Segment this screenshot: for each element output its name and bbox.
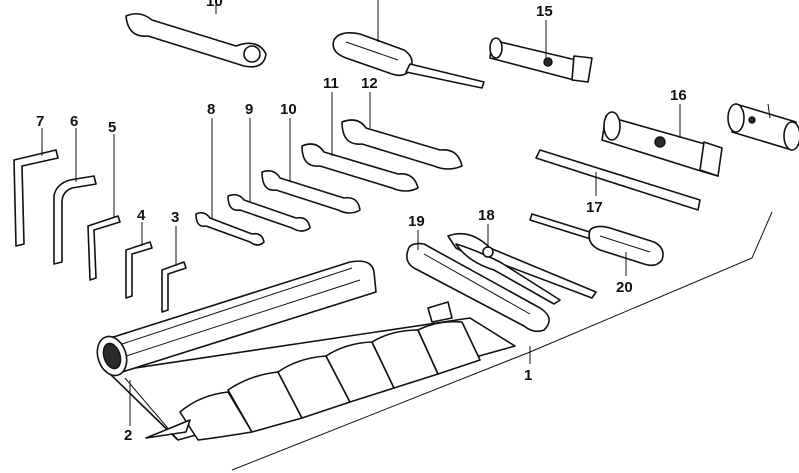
socket-21	[727, 103, 799, 151]
label-16: 16	[670, 87, 687, 104]
label-19: 19	[408, 213, 425, 230]
boundary-line	[231, 211, 773, 471]
label-9: 9	[245, 101, 253, 118]
label-12: 12	[361, 75, 378, 92]
label-7: 7	[36, 113, 44, 130]
wrench-10	[261, 170, 361, 214]
label-8: 8	[207, 101, 215, 118]
label-6: 6	[70, 113, 78, 130]
screwdriver-large	[332, 32, 485, 89]
label-15: 15	[536, 3, 553, 20]
tool-roll	[96, 260, 516, 441]
pliers-18	[447, 232, 597, 305]
box-spanner-15	[489, 37, 593, 83]
leader-lines	[41, 0, 771, 426]
hex-key-5	[87, 215, 121, 281]
hex-key-3	[161, 261, 187, 313]
wrench-8	[195, 211, 265, 246]
label-1: 1	[524, 367, 532, 384]
label-10-wrench: 10	[280, 101, 297, 118]
label-18: 18	[478, 207, 495, 224]
label-4: 4	[137, 207, 146, 224]
combination-wrench	[125, 12, 267, 68]
label-17: 17	[586, 199, 603, 216]
tommy-bar-17	[535, 149, 701, 211]
label-5: 5	[108, 119, 116, 136]
part-labels: 7 6 5 4 3 8 9 10 11 12 10 15 16 17 18 19…	[36, 0, 687, 444]
label-11: 11	[323, 75, 339, 92]
label-20: 20	[616, 279, 633, 296]
screwdriver-20	[529, 213, 664, 267]
hex-key-7	[13, 149, 59, 247]
wrench-12	[341, 119, 463, 170]
label-10-combination: 10	[206, 0, 223, 10]
box-spanner-16	[601, 111, 723, 177]
label-2: 2	[124, 427, 132, 444]
wrench-9	[227, 193, 311, 232]
hex-key-6	[53, 175, 97, 265]
label-3: 3	[171, 209, 179, 226]
wrench-11	[301, 143, 419, 192]
hex-key-4	[125, 241, 153, 299]
